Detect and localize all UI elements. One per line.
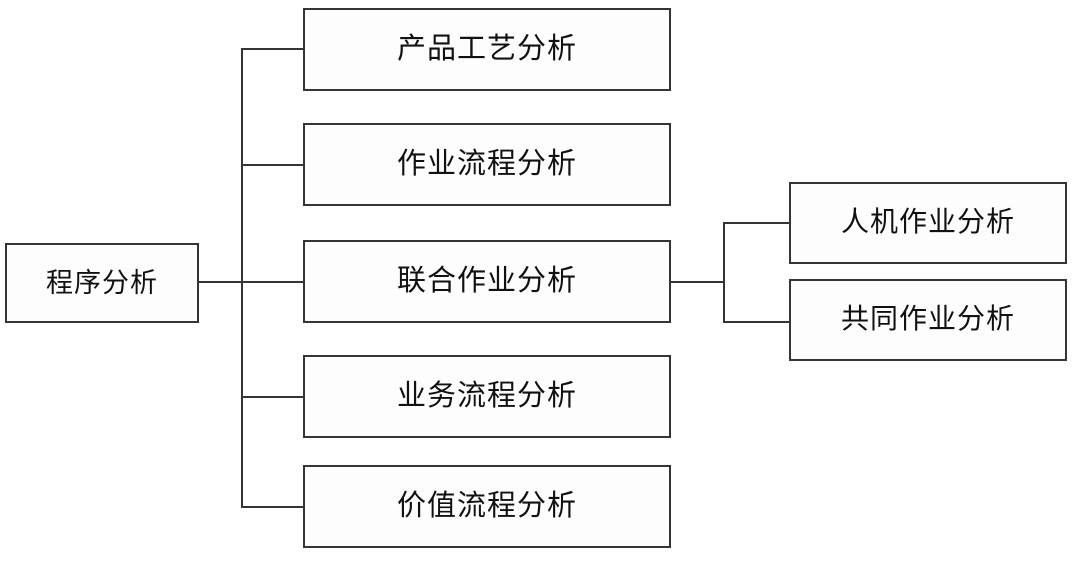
- node-subbranch-label-1: 共同作业分析: [840, 304, 1015, 335]
- node-subbranch-man-machine-analysis[interactable]: 人机作业分析: [789, 182, 1067, 264]
- node-root-process-analysis[interactable]: 程序分析: [5, 243, 199, 323]
- node-branch-label-0: 产品工艺分析: [396, 33, 577, 65]
- connector-subtrunk-to-subbranch-1: [723, 321, 790, 323]
- connector-trunk-to-branch-1: [241, 164, 304, 166]
- node-branch-label-1: 作业流程分析: [396, 148, 577, 180]
- node-branch-joint-operation-analysis[interactable]: 联合作业分析: [303, 240, 671, 323]
- node-root-label: 程序分析: [46, 267, 158, 298]
- connector-branch-to-subtrunk: [671, 281, 725, 283]
- connector-subtrunk-to-subbranch-0: [723, 222, 790, 224]
- connector-root-to-trunk: [199, 281, 243, 283]
- connector-trunk-to-branch-0: [241, 48, 304, 50]
- node-branch-operation-flow-analysis[interactable]: 作业流程分析: [303, 123, 671, 206]
- connector-sub-trunk: [723, 222, 725, 323]
- connector-trunk-to-branch-2: [241, 281, 304, 283]
- node-branch-product-process-analysis[interactable]: 产品工艺分析: [303, 8, 671, 91]
- node-branch-label-4: 价值流程分析: [396, 490, 577, 522]
- node-subbranch-label-0: 人机作业分析: [840, 207, 1015, 238]
- connector-main-trunk: [241, 48, 243, 508]
- node-branch-business-flow-analysis[interactable]: 业务流程分析: [303, 355, 671, 438]
- node-branch-label-2: 联合作业分析: [396, 265, 577, 297]
- node-branch-value-flow-analysis[interactable]: 价值流程分析: [303, 465, 671, 548]
- node-branch-label-3: 业务流程分析: [396, 380, 577, 412]
- connector-trunk-to-branch-4: [241, 506, 304, 508]
- connector-trunk-to-branch-3: [241, 396, 304, 398]
- node-subbranch-joint-work-analysis[interactable]: 共同作业分析: [789, 279, 1067, 361]
